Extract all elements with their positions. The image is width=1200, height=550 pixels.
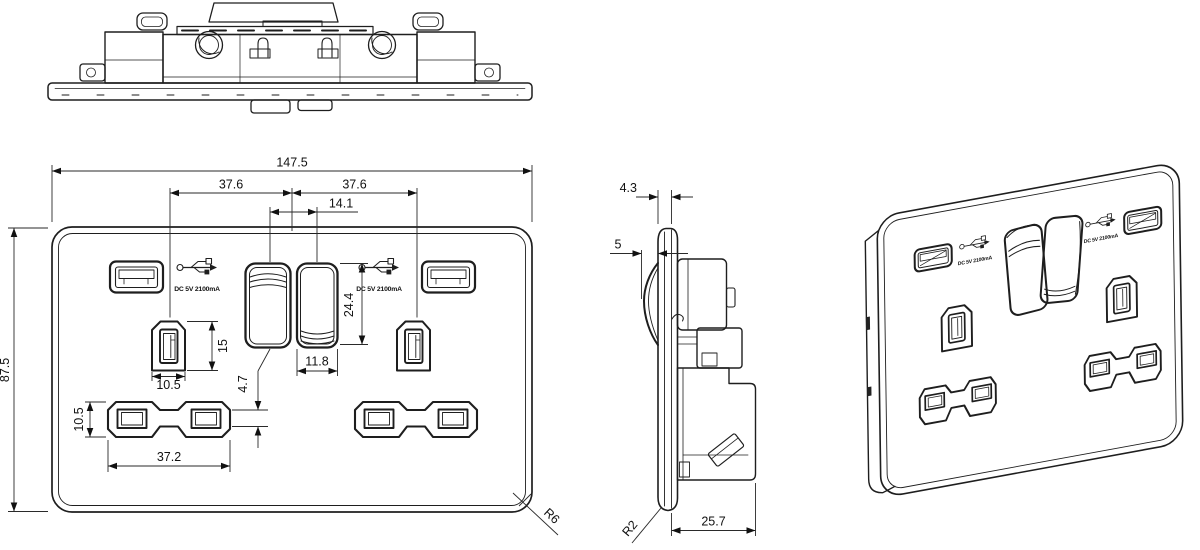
usb-icon	[959, 234, 991, 253]
terminal-cover	[208, 2, 339, 23]
svg-text:37.6: 37.6	[219, 178, 243, 192]
dim-rocker-projection: 5	[610, 238, 688, 299]
svg-text:147.5: 147.5	[276, 156, 307, 170]
dim-switch-spacing: 14.1	[269, 197, 358, 262]
svg-text:15: 15	[216, 339, 230, 353]
socket-recess-left	[106, 400, 232, 439]
dim-earth-aperture-width: 10.5	[151, 372, 186, 392]
svg-text:14.1: 14.1	[329, 197, 353, 211]
svg-text:25.7: 25.7	[701, 515, 725, 529]
svg-text:R2: R2	[619, 518, 640, 539]
rocker-profile	[643, 262, 659, 346]
usb-icon	[1085, 212, 1117, 231]
svg-text:10.5: 10.5	[72, 407, 86, 431]
top-view	[47, 2, 533, 114]
svg-text:24.4: 24.4	[342, 293, 356, 317]
faceplate-edge	[47, 82, 533, 101]
usb-rating-label: DC 5V 2100mA	[356, 286, 402, 293]
dim-corner-radius-front: R6	[512, 492, 562, 536]
earth-aperture-right-3d	[1105, 273, 1139, 324]
faceplate-section	[657, 227, 679, 512]
dim-recess-width: 37.2	[107, 440, 231, 472]
usb-port-left-3d	[913, 243, 953, 273]
svg-text:5: 5	[615, 238, 622, 252]
dim-rocker-width: 11.8	[296, 349, 338, 376]
socket-body-section	[676, 367, 757, 481]
svg-text:87.5: 87.5	[0, 358, 12, 382]
dim-rocker-height: 24.4	[340, 263, 368, 345]
right-clip	[412, 12, 444, 31]
usb-port-right	[420, 260, 477, 294]
svg-text:4.3: 4.3	[620, 181, 637, 195]
dim-plate-thickness: 4.3	[620, 181, 693, 224]
rocker-switch-right	[295, 262, 339, 349]
usb-rating-label: DC 5V 2100mA	[174, 286, 220, 293]
dim-aperture-waist: 4.7	[232, 348, 271, 448]
svg-text:11.8: 11.8	[305, 355, 328, 369]
usb-port-right-3d	[1123, 205, 1163, 236]
svg-text:4.7: 4.7	[236, 375, 250, 392]
dim-switch-offset-right: 37.6	[291, 178, 418, 318]
usb-rating-label: DC 5V 2100mA	[1084, 233, 1119, 245]
dim-corner-radius-side: R2	[619, 507, 662, 544]
socket-recess-right	[353, 400, 479, 439]
socket-recess-right-3d	[1083, 342, 1162, 393]
faceplate-3d	[876, 164, 1184, 496]
earth-aperture-left	[151, 320, 186, 372]
right-wing	[416, 31, 476, 84]
svg-text:37.6: 37.6	[342, 178, 366, 192]
rocker-switch-left-3d	[1003, 223, 1049, 316]
svg-text:10.5: 10.5	[156, 378, 180, 392]
left-clip	[136, 12, 168, 31]
dim-earth-aperture-height: 15	[187, 321, 230, 371]
usb-port-left	[108, 260, 165, 294]
terminal-screw-left	[194, 30, 224, 60]
earth-aperture-left-3d	[940, 302, 974, 353]
dim-switch-offset-left: 37.6	[169, 178, 293, 318]
front-view: DC 5V 2100mA DC 5V 2100mA	[0, 156, 562, 536]
svg-text:R6: R6	[541, 506, 562, 527]
switch-mechanism	[676, 258, 728, 331]
dim-recess-height: 10.5	[72, 401, 106, 438]
dim-overall-height: 87.5	[0, 227, 48, 512]
usb-module	[696, 327, 743, 369]
side-view: 4.3 5 25.7 R2	[610, 181, 757, 544]
usb-icon	[176, 257, 218, 275]
dim-mounting-depth: 25.7	[671, 483, 756, 536]
dim-overall-width: 147.5	[51, 156, 533, 222]
earth-aperture-right	[396, 320, 431, 372]
usb-icon	[358, 257, 400, 275]
perspective-view: DC 5V 2100mA DC 5V 2100mA	[864, 164, 1184, 496]
terminal-screw-right	[367, 30, 397, 60]
rocker-switch-left	[244, 262, 292, 349]
usb-rating-label: DC 5V 2100mA	[958, 255, 993, 267]
socket-recess-left-3d	[918, 375, 998, 427]
left-wing	[104, 31, 164, 84]
svg-text:37.2: 37.2	[157, 450, 181, 464]
